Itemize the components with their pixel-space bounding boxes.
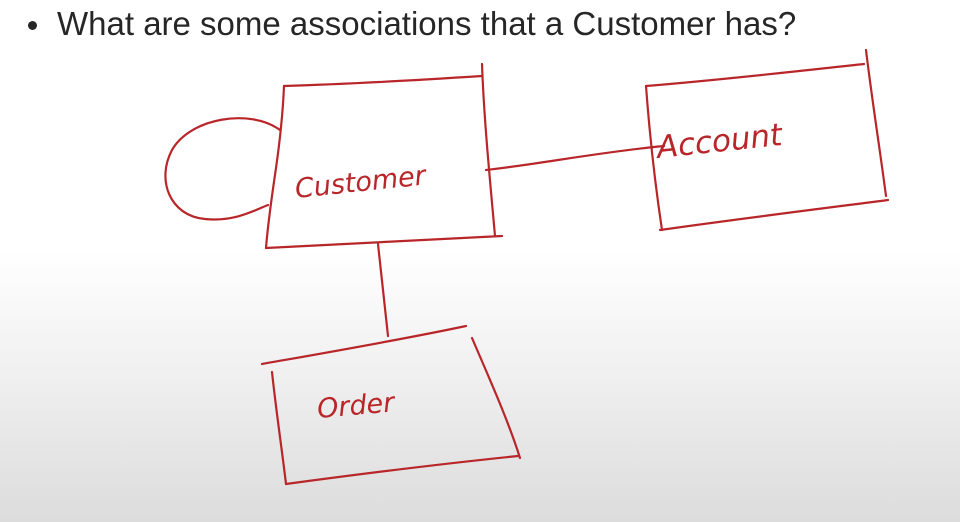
- bullet-dot-icon: [28, 20, 37, 30]
- order-class-box: Order: [260, 324, 522, 486]
- customer-label: Customer: [293, 160, 429, 205]
- customer-order-association: [376, 242, 390, 338]
- customer-account-association: [484, 144, 666, 172]
- bullet-text: What are some associations that a Custom…: [57, 5, 797, 42]
- bullet-item: What are some associations that a Custom…: [28, 2, 796, 46]
- account-class-box: Account: [644, 48, 890, 232]
- customer-class-box: Customer: [264, 62, 504, 250]
- order-label: Order: [316, 387, 398, 425]
- account-label: Account: [653, 117, 786, 166]
- self-association-loop: [164, 117, 282, 221]
